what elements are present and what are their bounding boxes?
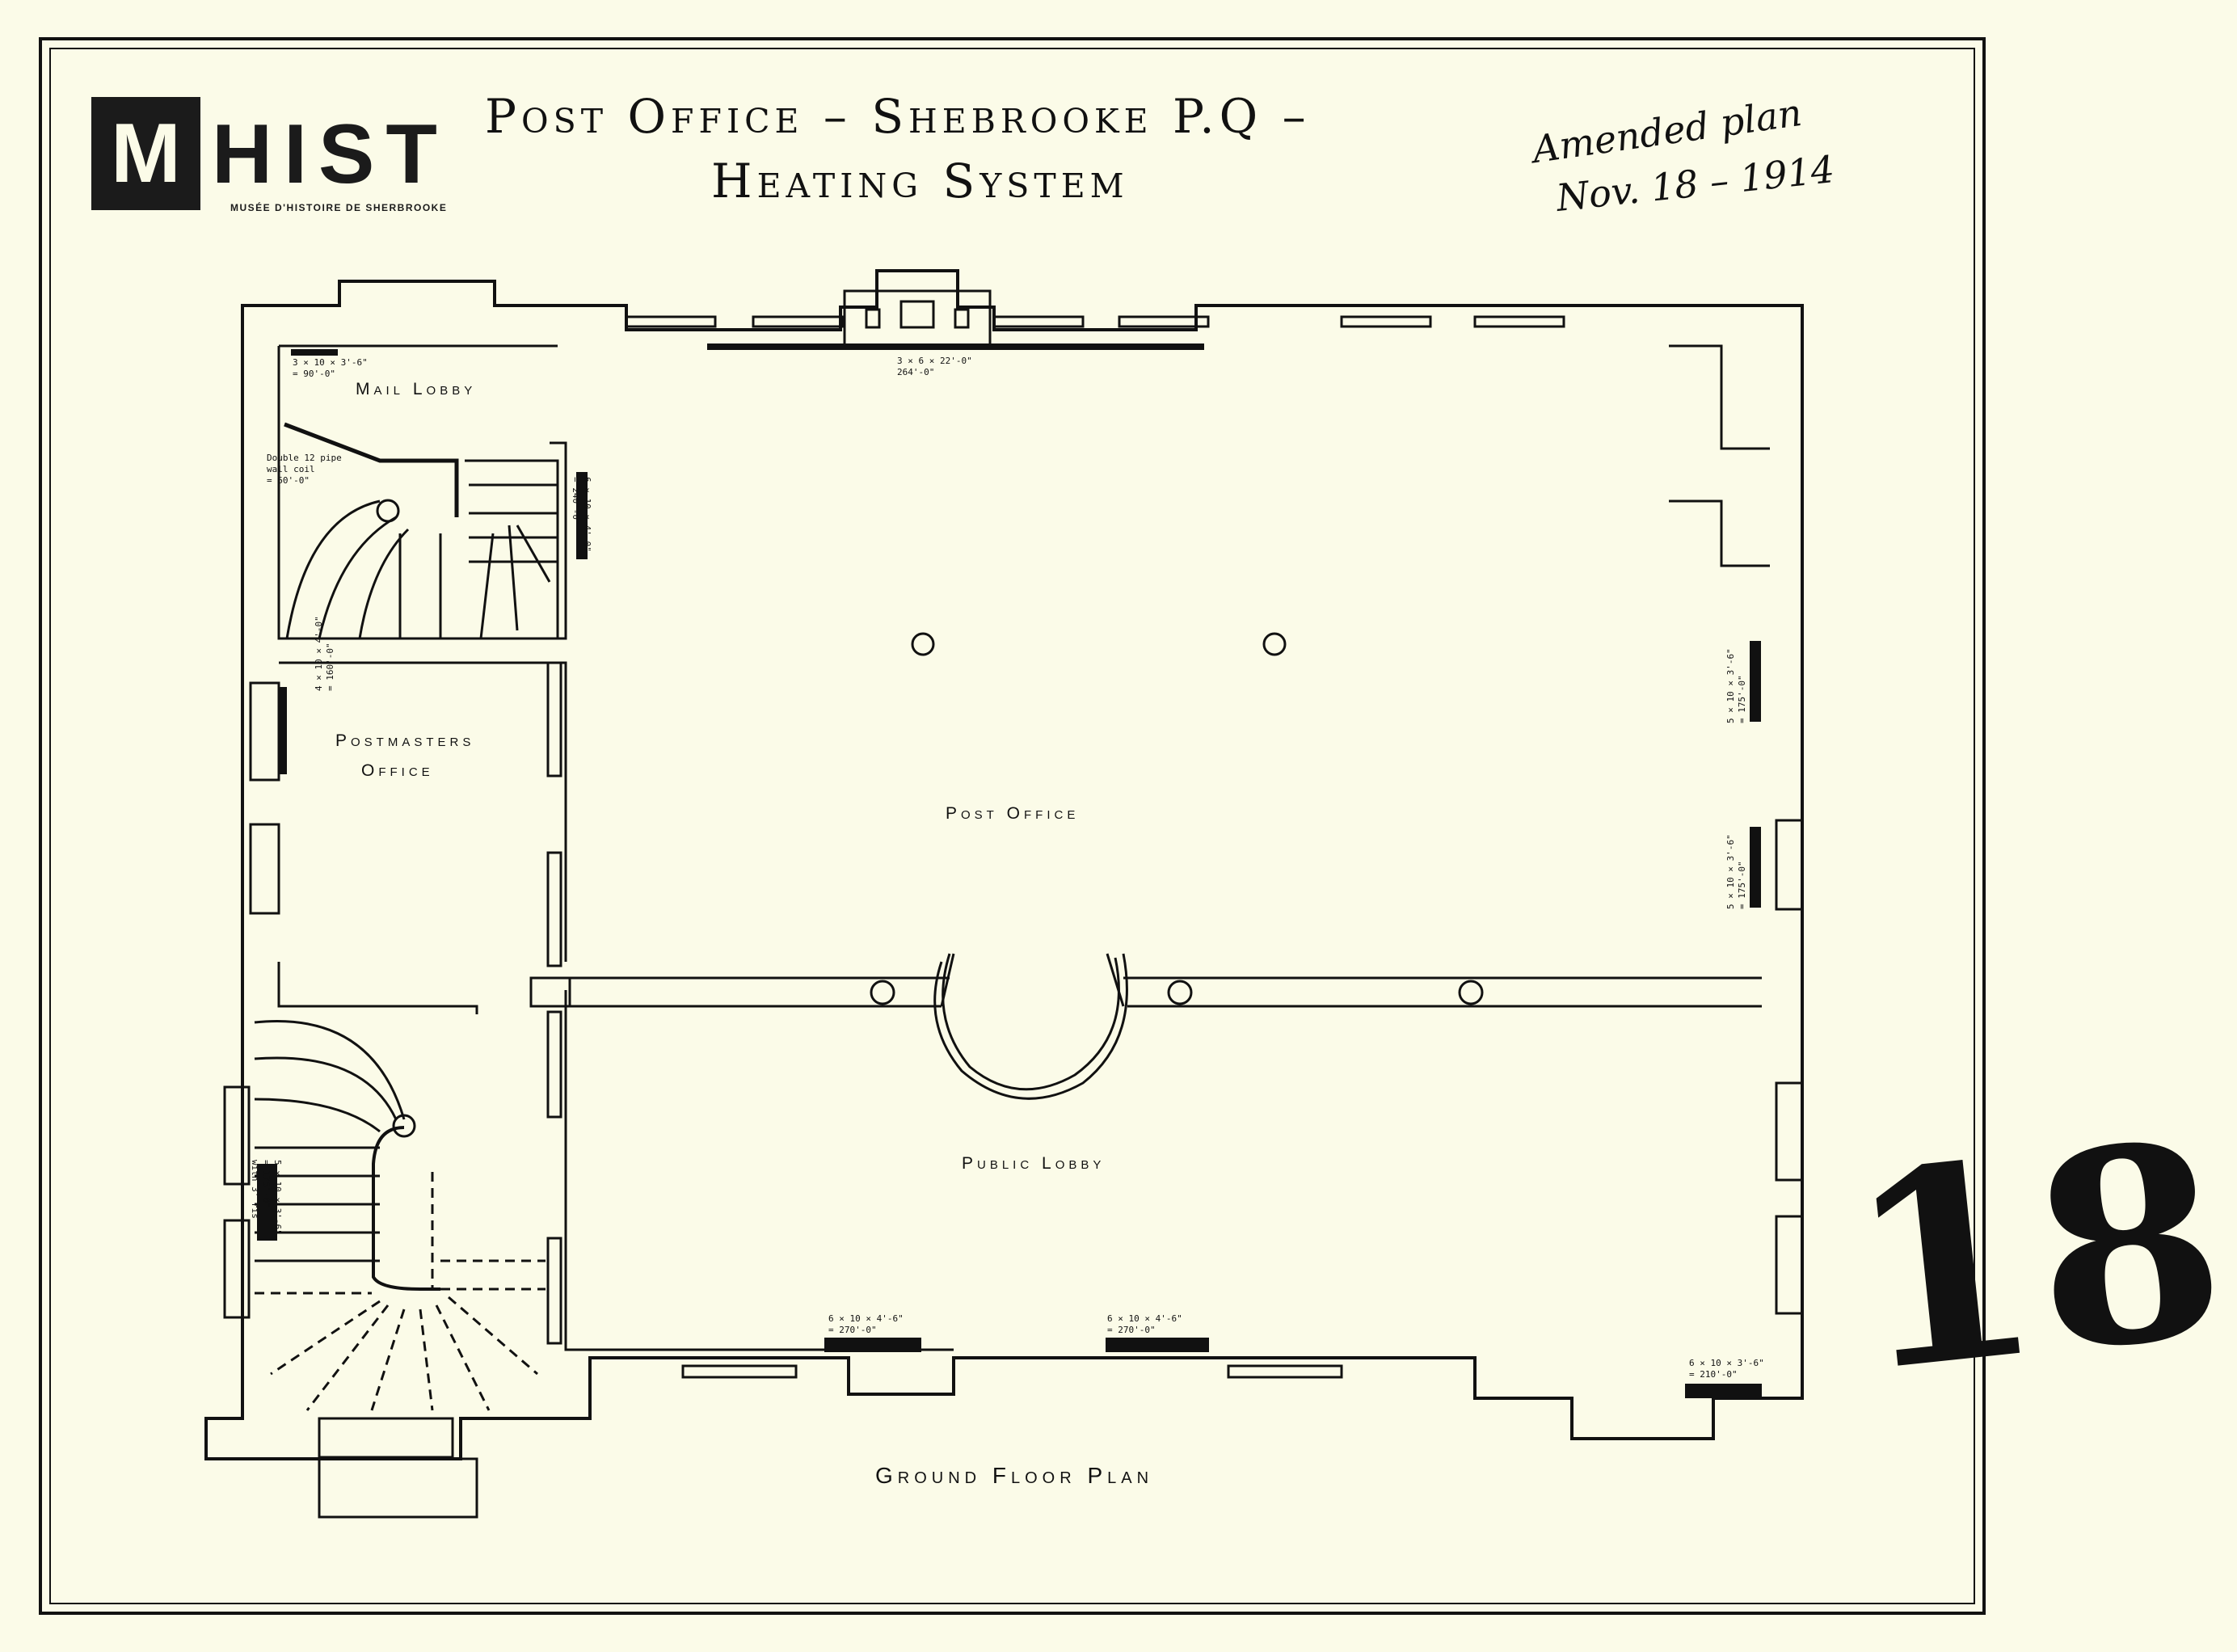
radiator-note: 4 × 10 × 4'-0" = 160'-0" (314, 616, 335, 691)
south-window (1227, 1364, 1343, 1379)
sheet-number: 18 (1835, 1081, 2237, 1432)
room-label-public-lobby: Public Lobby (962, 1154, 1106, 1173)
north-window (625, 315, 717, 328)
radiator-note: 5 × 10 × 3'-6" = 175'-0" with 3' ris (250, 1160, 283, 1235)
radiator (1750, 641, 1761, 722)
pavilion-window (899, 300, 935, 329)
museum-logo-subtitle: MUSÉE D'HISTOIRE DE SHERBROOKE (230, 202, 448, 213)
radiator-note: 3 × 6 × 22'-0" 264'-0" (897, 356, 972, 377)
south-window (681, 1364, 798, 1379)
stair-curve (254, 1020, 406, 1133)
east-window (1775, 1081, 1804, 1182)
museum-logo-mark: M (91, 97, 200, 210)
interior-window (546, 661, 562, 778)
radiator (257, 1164, 277, 1241)
east-bay-wall (1669, 344, 1770, 567)
radiator (291, 349, 338, 356)
stair-dashed (255, 1172, 546, 1411)
west-window (223, 1219, 251, 1319)
inner-border (49, 48, 1975, 1604)
vestibule-jamb (940, 953, 1125, 1007)
interior-wall (279, 661, 567, 962)
room-label-postmasters: Postmasters (335, 731, 475, 750)
radiator (1685, 1384, 1762, 1398)
newel-post (376, 499, 400, 523)
north-window (992, 315, 1085, 328)
radiator-note: 6 × 10 × 4'-6" = 270'-0" (1107, 1313, 1182, 1335)
east-window (1775, 1215, 1804, 1315)
west-window (249, 823, 280, 915)
north-window (1473, 315, 1565, 328)
radiator-note: 5 × 10 × 3'-6" = 175'-0" (1725, 648, 1747, 723)
logo-letter: M (111, 106, 181, 200)
radiator (279, 687, 287, 774)
museum-logo-word: HIST (212, 107, 449, 201)
pavilion-window (954, 308, 970, 329)
east-window (1775, 819, 1804, 911)
south-step (318, 1417, 454, 1459)
front-steps (318, 1457, 478, 1519)
vestibule-curve (942, 953, 1120, 1091)
drawing-label-ground-floor-plan: Ground Floor Plan (875, 1463, 1154, 1488)
north-window (1340, 315, 1432, 328)
vestibule-curve-inner (933, 953, 1128, 1100)
radiator (576, 472, 588, 559)
column (911, 632, 935, 656)
stair-tread (255, 1146, 380, 1262)
north-window (1118, 315, 1210, 328)
north-window (752, 315, 844, 328)
outer-border (39, 37, 1986, 1615)
west-window (223, 1085, 251, 1186)
interior-window (546, 851, 562, 967)
column (1458, 980, 1484, 1005)
room-label-mail-lobby: Mail Lobby (356, 380, 477, 398)
stair-landing (465, 459, 559, 638)
handrail (372, 1126, 440, 1291)
newel-post (392, 1114, 416, 1138)
column (870, 980, 895, 1005)
radiator-note: 5 × 10 × 3'-6" = 175'-0" (1725, 834, 1747, 909)
floor-plan-drawing (39, 37, 1986, 1615)
interior-wall (277, 346, 567, 640)
partition-wall (570, 976, 1762, 1008)
radiator (824, 1338, 921, 1352)
column (1167, 980, 1193, 1005)
west-window (249, 681, 280, 782)
room-label-office: Office (361, 761, 434, 780)
drawing-title-line1: Post Office – Shebrooke P.Q – (485, 89, 1311, 144)
drawing-title-line2: Heating System (711, 154, 1129, 209)
radiator (1750, 827, 1761, 908)
radiator (707, 343, 1204, 350)
pavilion-window (865, 308, 881, 329)
radiator-note: 6 × 10 × 4'-6" = 270'-0" (828, 1313, 904, 1335)
pipe-coil-note: Double 12 pipe wall coil = 60'-0" (267, 453, 342, 486)
radiator-note: 6 × 10 × 3'-6" = 210'-0" (1689, 1358, 1764, 1380)
radiator (1106, 1338, 1209, 1352)
radiator-note: 3 × 10 × 3'-6" = 90'-0" (293, 357, 368, 379)
interior-window (546, 1010, 562, 1119)
pilaster (529, 976, 571, 1008)
column (1262, 632, 1287, 656)
interior-wall (277, 962, 478, 1014)
radiator-note: 6 × 10 × 4'-0" = 240'-0" (571, 477, 592, 552)
handrail (284, 422, 459, 517)
exterior-wall (204, 269, 1804, 1460)
stair-curve (285, 499, 551, 639)
room-label-post-office: Post Office (946, 804, 1080, 823)
interior-wall (564, 990, 954, 1351)
interior-window (546, 1237, 562, 1345)
